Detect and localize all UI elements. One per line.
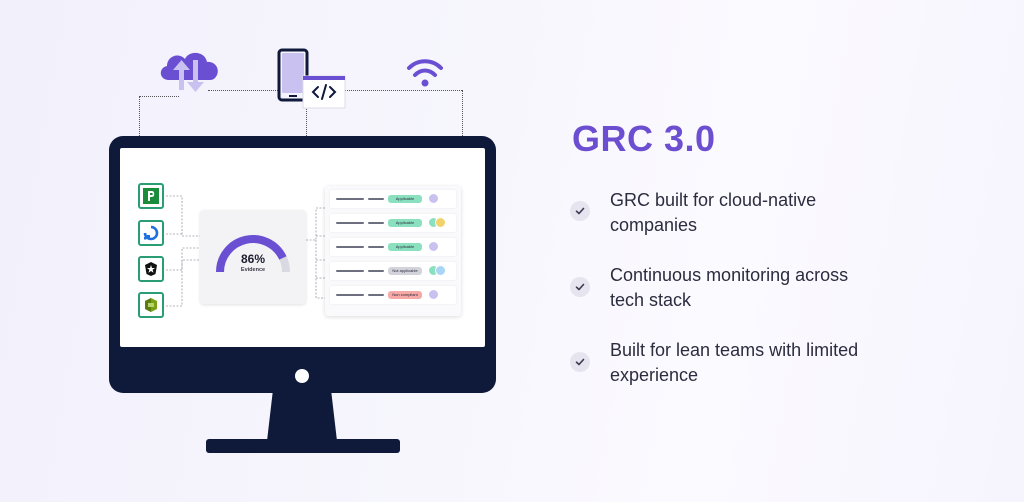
avatar <box>428 289 439 300</box>
status-badge: Applicable <box>388 243 422 251</box>
row-text-bar <box>336 270 364 272</box>
row-text-bar <box>368 222 384 224</box>
monitor: 86% Evidence Applicable Applicable Appli… <box>109 136 496 393</box>
status-badge: Not applicable <box>388 267 422 275</box>
cloud-sync-icon <box>160 52 218 92</box>
avatar <box>435 265 446 276</box>
connector-cloud-right <box>208 90 280 91</box>
connector-wifi-vertical <box>462 90 463 136</box>
list-item: Applicable <box>330 214 456 232</box>
list-item: Applicable <box>330 238 456 256</box>
avatar <box>435 217 446 228</box>
row-text-bar <box>336 294 364 296</box>
wifi-icon <box>407 59 443 87</box>
gauge-value: 86% <box>240 252 266 266</box>
gauge-label: Evidence <box>240 267 266 273</box>
feature-text-line: companies <box>610 215 698 235</box>
avatar <box>428 241 439 252</box>
monitor-base <box>206 439 400 453</box>
row-text-bar <box>368 198 384 200</box>
feature-text-line: GRC built for cloud-native <box>610 190 817 210</box>
page-title: GRC 3.0 <box>572 118 716 159</box>
row-text-bar <box>336 222 364 224</box>
list-item: Non compliant <box>330 286 456 304</box>
dashboard-screen: 86% Evidence Applicable Applicable Appli… <box>120 148 485 347</box>
avatar <box>428 193 439 204</box>
connector-cloud-vertical <box>139 96 140 136</box>
status-badge: Non compliant <box>388 291 422 299</box>
digitalocean-logo <box>138 220 164 246</box>
feature-text-line: experience <box>610 365 699 385</box>
pagerduty-logo <box>138 183 164 209</box>
monitor-stand <box>267 393 337 441</box>
auth0-logo <box>138 256 164 282</box>
connector-device-vertical <box>306 104 307 136</box>
row-text-bar <box>368 270 384 272</box>
screen-connectors <box>166 195 325 307</box>
power-indicator <box>295 369 309 383</box>
feature-text-line: tech stack <box>610 290 692 310</box>
row-text-bar <box>368 246 384 248</box>
feature-item: Continuous monitoring across tech stack <box>610 263 900 313</box>
mobile-code-icon <box>277 48 346 109</box>
feature-item: GRC built for cloud-native companies <box>610 188 900 238</box>
check-icon <box>570 277 590 297</box>
check-icon <box>570 201 590 221</box>
feature-text-line: Built for lean teams with limited <box>610 340 859 360</box>
controls-list: Applicable Applicable Applicable Not app… <box>325 186 461 316</box>
check-icon <box>570 352 590 372</box>
row-text-bar <box>368 294 384 296</box>
list-item: Applicable <box>330 190 456 208</box>
row-text-bar <box>336 198 364 200</box>
list-item: Not applicable <box>330 262 456 280</box>
feature-item: Built for lean teams with limited experi… <box>610 338 900 388</box>
feature-text-line: Continuous monitoring across <box>610 265 849 285</box>
evidence-gauge <box>216 235 290 273</box>
connector-wifi-horizontal <box>345 90 462 91</box>
row-text-bar <box>336 246 364 248</box>
evidence-gauge-card: 86% Evidence <box>200 210 306 304</box>
status-badge: Applicable <box>388 195 422 203</box>
connector-cloud-horizontal <box>139 96 179 97</box>
status-badge: Applicable <box>388 219 422 227</box>
aws-logo <box>138 292 164 318</box>
